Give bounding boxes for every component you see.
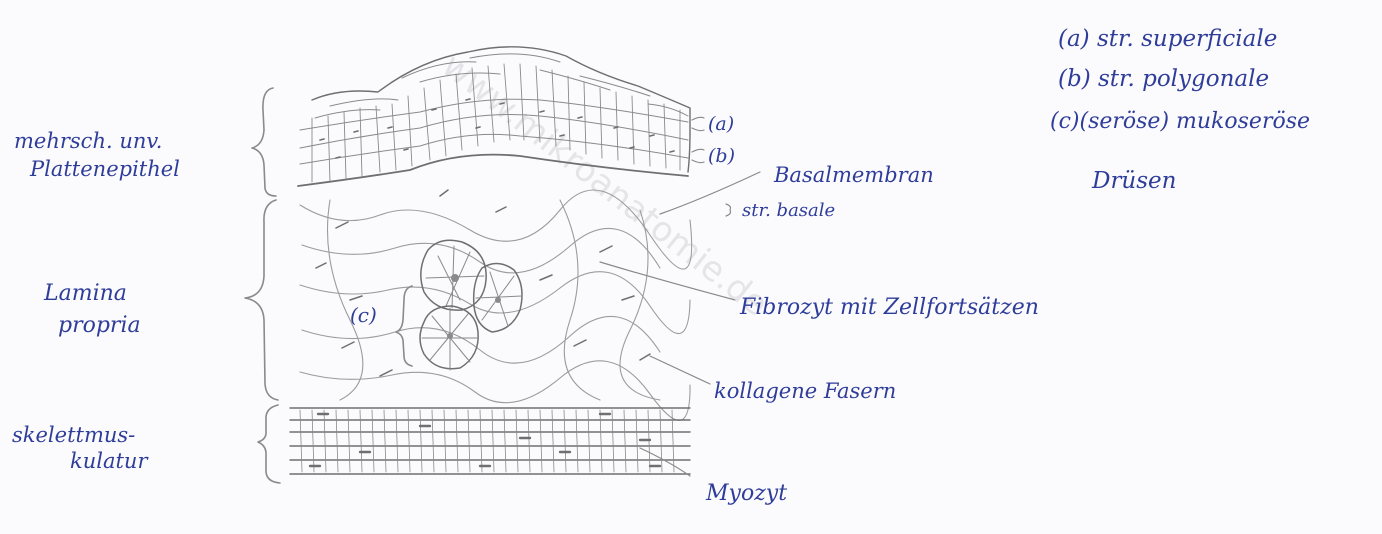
bracket-epithel (252, 88, 276, 196)
callout-str-basale: str. basale (742, 200, 835, 221)
callout-fibrozyt: Fibrozyt mit Zellfortsätzen (739, 295, 1039, 320)
callout-a: (a) (708, 113, 734, 135)
label-lamina-line1: Lamina (43, 281, 127, 306)
callout-b: (b) (708, 145, 735, 167)
label-muscle-line2: kulatur (70, 449, 149, 473)
label-epithel-line2: Plattenepithel (29, 157, 180, 181)
bracket-muscle (258, 405, 280, 483)
legend-b: (b) str. polygonale (1058, 66, 1269, 92)
callout-basalmembran: Basalmembran (773, 163, 934, 187)
legend-c-line2: Drüsen (1091, 168, 1176, 194)
skeletal-muscle (290, 408, 690, 474)
callout-c: (c) (350, 303, 377, 327)
callout-kollagene: kollagene Fasern (714, 379, 896, 403)
legend-c-line1: (c)(seröse) mukoseröse (1050, 109, 1310, 134)
label-epithel-line1: mehrsch. unv. (14, 129, 162, 153)
label-lamina-line2: propria (58, 313, 141, 338)
bracket-lamina (245, 200, 278, 400)
bracket-glands (396, 286, 412, 366)
legend-a: (a) str. superficiale (1058, 26, 1277, 52)
label-muscle-line1: skelettmus- (12, 423, 135, 447)
callout-myozyt: Myozyt (705, 481, 787, 506)
